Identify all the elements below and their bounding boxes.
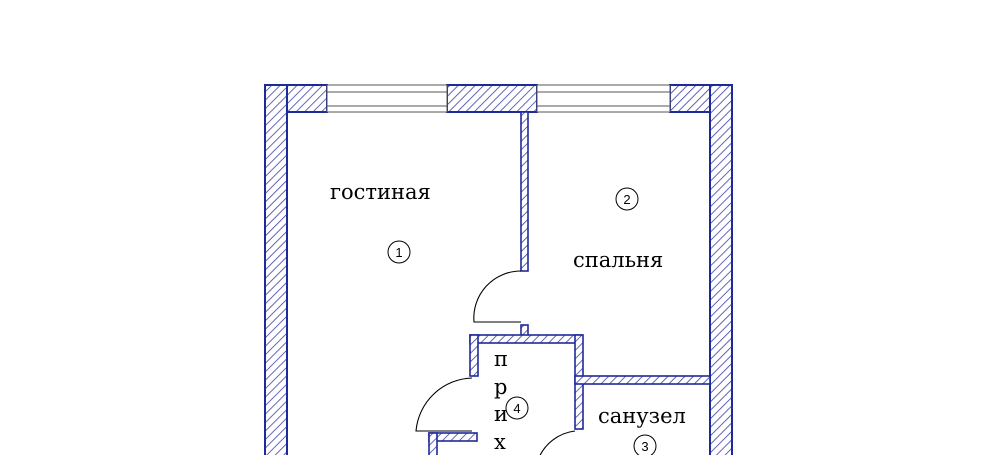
room-labels: гостиная спальня санузел п р и х xyxy=(330,180,686,454)
room-number-bedroom: 2 xyxy=(623,192,630,207)
door-bathroom-swing xyxy=(539,430,576,455)
room-numbers: 1 2 4 3 xyxy=(387,187,657,455)
hallway-top-wall xyxy=(469,334,583,344)
door-bedroom-swing xyxy=(473,270,522,323)
room-name-living: гостиная xyxy=(330,180,431,204)
right-wall xyxy=(709,84,733,455)
left-wall xyxy=(264,84,288,455)
outer-walls xyxy=(264,84,733,455)
partition-living-bedroom xyxy=(520,111,529,272)
room-name-bathroom: санузел xyxy=(598,404,686,428)
hallway-left-wall-upper xyxy=(469,334,479,377)
hallway-letter-1: п xyxy=(494,347,508,371)
interior-partitions xyxy=(428,111,711,455)
room-name-bedroom: спальня xyxy=(573,248,663,272)
window-living-room xyxy=(326,84,448,113)
windows xyxy=(326,84,671,113)
doors xyxy=(415,270,576,455)
room-number-hallway: 4 xyxy=(513,401,520,416)
room-number-badge-bathroom: 3 xyxy=(633,434,657,455)
room-number-badge-living: 1 xyxy=(387,240,411,264)
room-number-living: 1 xyxy=(395,245,402,260)
room-number-bathroom: 3 xyxy=(641,439,648,454)
hallway-left-post xyxy=(428,432,438,455)
top-wall-middle-segment xyxy=(446,84,538,113)
hallway-letter-4: х xyxy=(494,430,506,454)
door-living-swing xyxy=(415,377,473,432)
window-bedroom xyxy=(536,84,671,113)
partition-bedroom-bathroom xyxy=(574,375,711,385)
room-number-badge-hallway: 4 xyxy=(505,396,529,420)
hallway-letter-2: р xyxy=(494,375,507,399)
room-number-badge-bedroom: 2 xyxy=(615,187,639,211)
hallway-letter-3: и xyxy=(494,402,508,426)
